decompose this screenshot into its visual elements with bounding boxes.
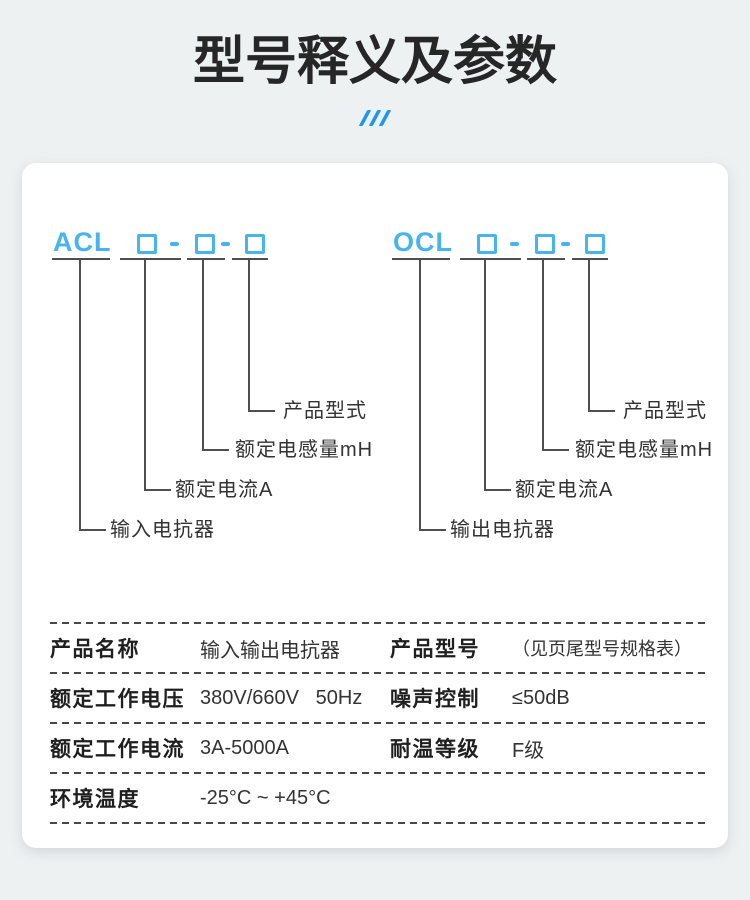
dash-separator (170, 242, 179, 246)
spec-label: 噪声控制 (390, 688, 480, 711)
branch-label-reactor-type: 输出电抗器 (450, 519, 555, 541)
branch-label-product-type: 产品型式 (623, 400, 707, 422)
connector-line (202, 258, 204, 451)
table-row: 产品名称 输入输出电抗器 产品型号 （见页尾型号规格表） (50, 624, 705, 672)
model-digit-box (585, 234, 605, 254)
spec-label: 环境温度 (50, 788, 140, 811)
connector-line (542, 449, 569, 451)
model-digit-box (195, 234, 215, 254)
underline-segment (527, 258, 565, 260)
connector-line (542, 258, 544, 451)
connector-line (144, 489, 171, 491)
spec-value: ≤50dB (512, 686, 570, 709)
connector-line (419, 258, 421, 531)
underline-segment (120, 258, 181, 260)
spec-label: 产品型号 (390, 638, 480, 661)
spec-value: -25°C ~ +45°C (200, 786, 331, 809)
model-digit-box (535, 234, 555, 254)
branch-label-rated-inductance: 额定电感量mH (575, 439, 714, 461)
table-row: 额定工作电压 380V/660V 50Hz 噪声控制 ≤50dB (50, 674, 705, 722)
table-divider (50, 822, 705, 824)
connector-line (79, 258, 81, 531)
underline-segment (572, 258, 608, 260)
spec-value: （见页尾型号规格表） (512, 639, 692, 659)
model-diagram-ocl: OCL 输出电抗器 额定电流A 额定电感量mH 产品型式 (340, 0, 720, 570)
underline-segment (187, 258, 225, 260)
model-digit-box (245, 234, 265, 254)
model-digit-box (477, 234, 497, 254)
table-divider (50, 622, 705, 624)
spec-value: 3A-5000A (200, 736, 289, 759)
spec-label: 耐温等级 (390, 738, 480, 761)
branch-label-reactor-type: 输入电抗器 (110, 519, 215, 541)
connector-line (248, 410, 275, 412)
spec-value: 380V/660V 50Hz (200, 686, 363, 709)
model-code: ACL (53, 227, 112, 257)
spec-value: 输入输出电抗器 (200, 639, 340, 662)
dash-separator (561, 242, 570, 246)
underline-segment (52, 258, 110, 260)
connector-line (484, 258, 486, 491)
table-divider (50, 772, 705, 774)
connector-line (419, 529, 446, 531)
branch-label-rated-current: 额定电流A (175, 479, 274, 501)
connector-line (588, 410, 615, 412)
spec-label: 额定工作电压 (50, 688, 185, 711)
branch-label-product-type: 产品型式 (283, 400, 367, 422)
dash-separator (221, 242, 230, 246)
model-diagram-acl: ACL 输入电抗器 额定电流A 额定电感量mH 产品型式 (0, 0, 380, 570)
connector-line (484, 489, 511, 491)
page-title: 型号释义及参数 (192, 33, 557, 91)
underline-segment (460, 258, 521, 260)
model-code: OCL (393, 227, 453, 257)
table-divider (50, 672, 705, 674)
spec-label: 产品名称 (50, 638, 140, 661)
connector-line (588, 258, 590, 412)
table-row: 环境温度 -25°C ~ +45°C (50, 774, 705, 822)
branch-label-rated-inductance: 额定电感量mH (235, 439, 374, 461)
spec-value: F级 (512, 739, 545, 762)
connector-line (144, 258, 146, 491)
underline-segment (232, 258, 268, 260)
branch-label-rated-current: 额定电流A (515, 479, 614, 501)
model-digit-box (137, 234, 157, 254)
spec-table: 产品名称 输入输出电抗器 产品型号 （见页尾型号规格表） 额定工作电压 380V… (50, 622, 705, 824)
connector-line (202, 449, 229, 451)
table-divider (50, 722, 705, 724)
dash-separator (510, 242, 519, 246)
connector-line (79, 529, 106, 531)
connector-line (248, 258, 250, 412)
underline-segment (392, 258, 450, 260)
table-row: 额定工作电流 3A-5000A 耐温等级 F级 (50, 724, 705, 772)
spec-label: 额定工作电流 (50, 738, 185, 761)
content-card (22, 163, 728, 848)
